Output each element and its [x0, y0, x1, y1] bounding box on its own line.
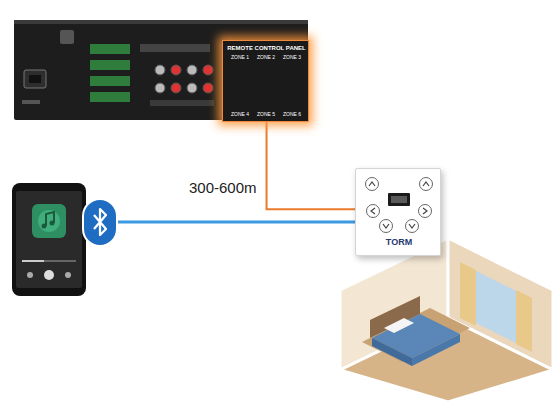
bluetooth-symbol — [83, 199, 117, 246]
button-arrow — [423, 182, 429, 186]
bedroom-illustration — [340, 238, 553, 402]
amplifier-unit — [14, 20, 308, 24]
amplifier-unit — [171, 83, 181, 93]
amplifier-unit — [24, 70, 46, 88]
zone-label: ZONE 5 — [257, 112, 275, 118]
amplifier-unit — [90, 76, 130, 86]
amplifier-unit — [150, 100, 214, 106]
button-arrow — [371, 208, 375, 214]
smartphone — [46, 212, 54, 226]
smartphone — [44, 270, 54, 280]
bedroom-illustration — [470, 268, 520, 345]
button-arrow — [423, 208, 427, 214]
amplifier-unit — [155, 65, 165, 75]
distance-label: 300-600m — [187, 179, 259, 197]
button-arrow — [383, 224, 389, 228]
smartphone — [32, 204, 66, 238]
smartphone — [27, 272, 33, 278]
amplifier-unit — [90, 44, 130, 54]
smartphone — [12, 183, 86, 296]
wall-control-panel: TORM — [355, 168, 441, 256]
bedroom-illustration — [460, 262, 476, 326]
zone-label: ZONE 4 — [231, 112, 249, 118]
smartphone — [50, 221, 55, 226]
bedroom-illustration — [372, 338, 412, 366]
touch-button — [420, 178, 433, 191]
amplifier-unit — [155, 83, 165, 93]
bedroom-illustration — [412, 334, 460, 366]
amplifier-unit — [22, 100, 40, 104]
touch-button — [406, 220, 419, 233]
smartphone — [22, 260, 44, 262]
button-arrow — [409, 224, 415, 228]
amplifier-unit — [187, 65, 197, 75]
smartphone — [22, 260, 76, 262]
smartphone — [65, 272, 71, 278]
zone-label: ZONE 3 — [283, 55, 301, 61]
touch-button — [367, 205, 380, 218]
brand-name: TORM — [386, 238, 412, 248]
panel-heading: REMOTE CONTROL PANEL — [227, 45, 305, 52]
bluetooth-symbol — [94, 209, 106, 235]
smartphone — [16, 191, 82, 288]
button-arrow — [369, 182, 375, 186]
smartphone — [42, 224, 47, 229]
amplifier-unit — [90, 92, 130, 102]
zone-label: ZONE 6 — [283, 112, 301, 118]
amplifier-unit — [90, 60, 130, 70]
display-segments — [391, 196, 407, 203]
bedroom-illustration — [384, 318, 414, 333]
smartphone — [38, 210, 60, 232]
bedroom-illustration — [516, 290, 532, 352]
amplifier-unit — [29, 75, 41, 83]
remote-port-panel: REMOTE CONTROL PANEL ZONE 1 ZONE 2 ZONE 3 ZO… — [222, 40, 309, 122]
cable-connector — [267, 122, 355, 209]
amplifier-unit — [60, 30, 74, 44]
amplifier-unit — [203, 83, 213, 93]
bluetooth-link-line — [110, 221, 355, 224]
zone-label: ZONE 2 — [257, 55, 275, 61]
display-screen — [388, 193, 410, 206]
touch-button — [419, 205, 432, 218]
touch-button — [380, 220, 393, 233]
amplifier-unit — [140, 44, 210, 52]
amplifier-unit — [171, 65, 181, 75]
smartphone — [12, 183, 86, 296]
amplifier-unit — [203, 65, 213, 75]
touch-button — [366, 178, 379, 191]
amplifier-unit — [187, 83, 197, 93]
zone-label: ZONE 1 — [231, 55, 249, 61]
bluetooth-symbol — [83, 199, 117, 246]
